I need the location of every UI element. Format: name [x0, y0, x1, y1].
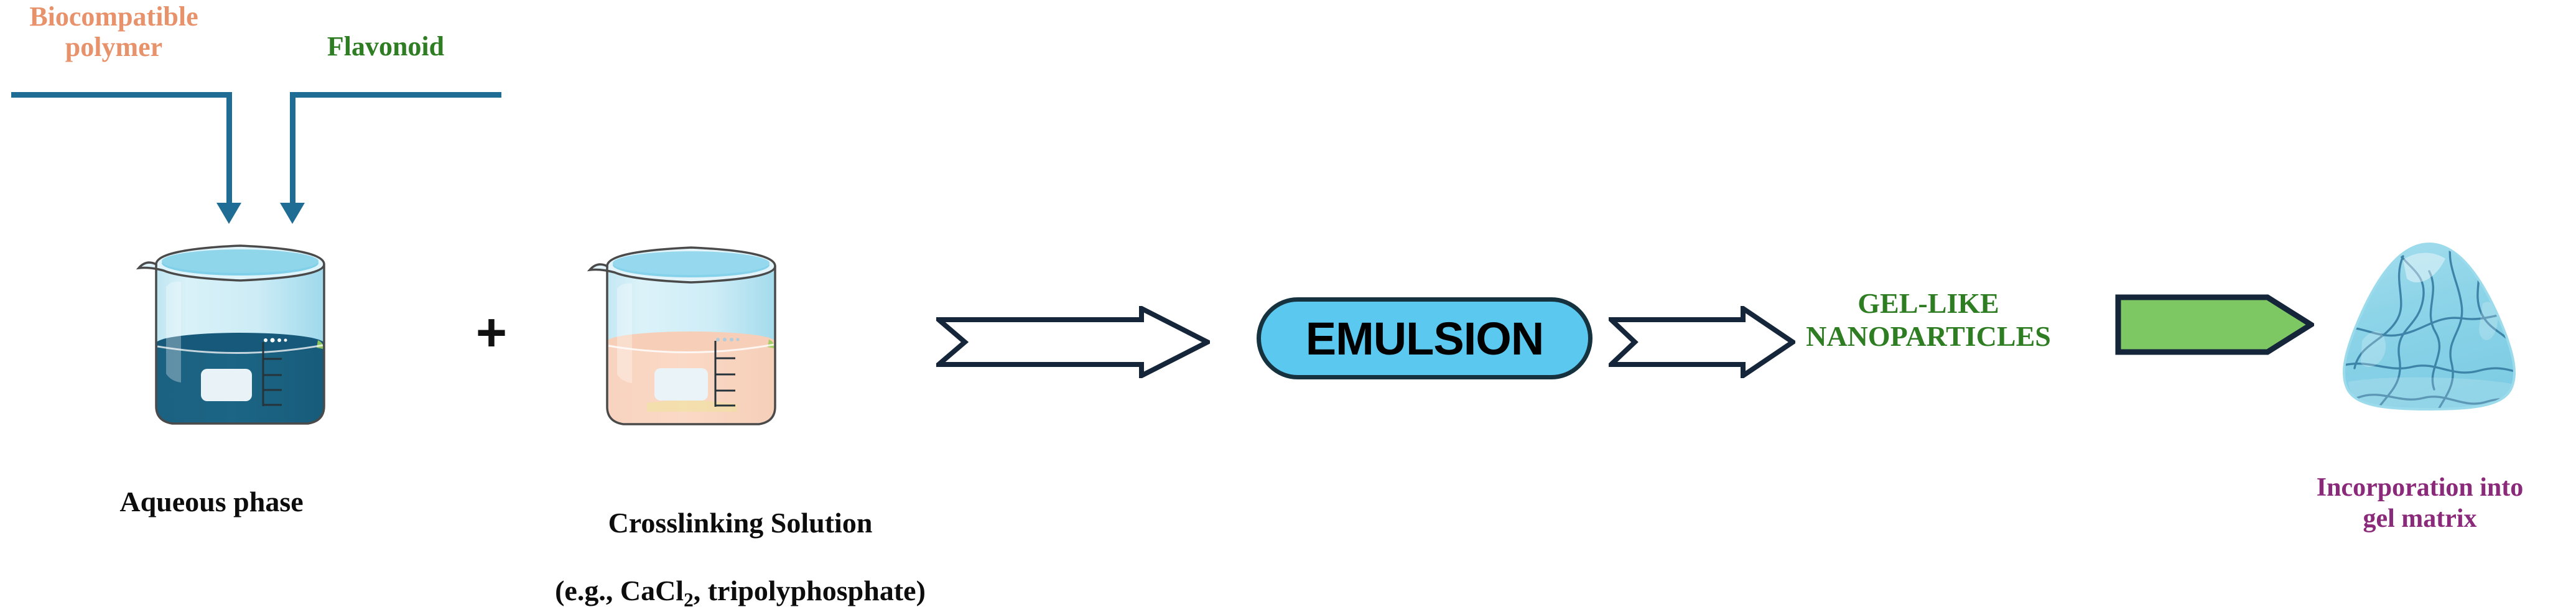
label-biocompatible-polymer: Biocompatible polymer	[29, 1, 198, 63]
plus-operator: +	[475, 303, 508, 363]
caption-incorporation-into-gel-matrix: Incorporation into gel matrix	[2316, 473, 2524, 533]
gel-nanoparticle-blob	[2330, 235, 2529, 419]
caption-crosslinking-line1: Crosslinking Solution	[608, 507, 873, 539]
arrow-to-gel-matrix	[2115, 290, 2317, 363]
label-flavonoid: Flavonoid	[327, 31, 445, 62]
caption-crosslinking-subscript: 2	[684, 588, 694, 611]
diagram-canvas: Biocompatible polymer Flavonoid	[11, 1, 2529, 611]
arrow-to-nanoparticles	[1604, 304, 1798, 381]
emulsion-label: EMULSION	[1305, 312, 1545, 364]
label-gel-like-nanoparticles: GEL-LIKE NANOPARTICLES	[1806, 287, 2051, 352]
emulsion-node: EMULSION	[1257, 297, 1593, 379]
caption-crosslinking-solution: Crosslinking Solution (e.g., CaCl2, trip…	[429, 473, 1051, 612]
beaker-aqueous-phase	[121, 227, 358, 432]
beaker-crosslinking-solution	[572, 230, 809, 432]
caption-crosslinking-line2-suffix: , tripolyphosphate)	[693, 574, 926, 606]
caption-crosslinking-line2-prefix: (e.g., CaCl	[555, 574, 684, 606]
arrow-to-emulsion	[932, 304, 1213, 381]
caption-aqueous-phase: Aqueous phase	[119, 486, 304, 517]
